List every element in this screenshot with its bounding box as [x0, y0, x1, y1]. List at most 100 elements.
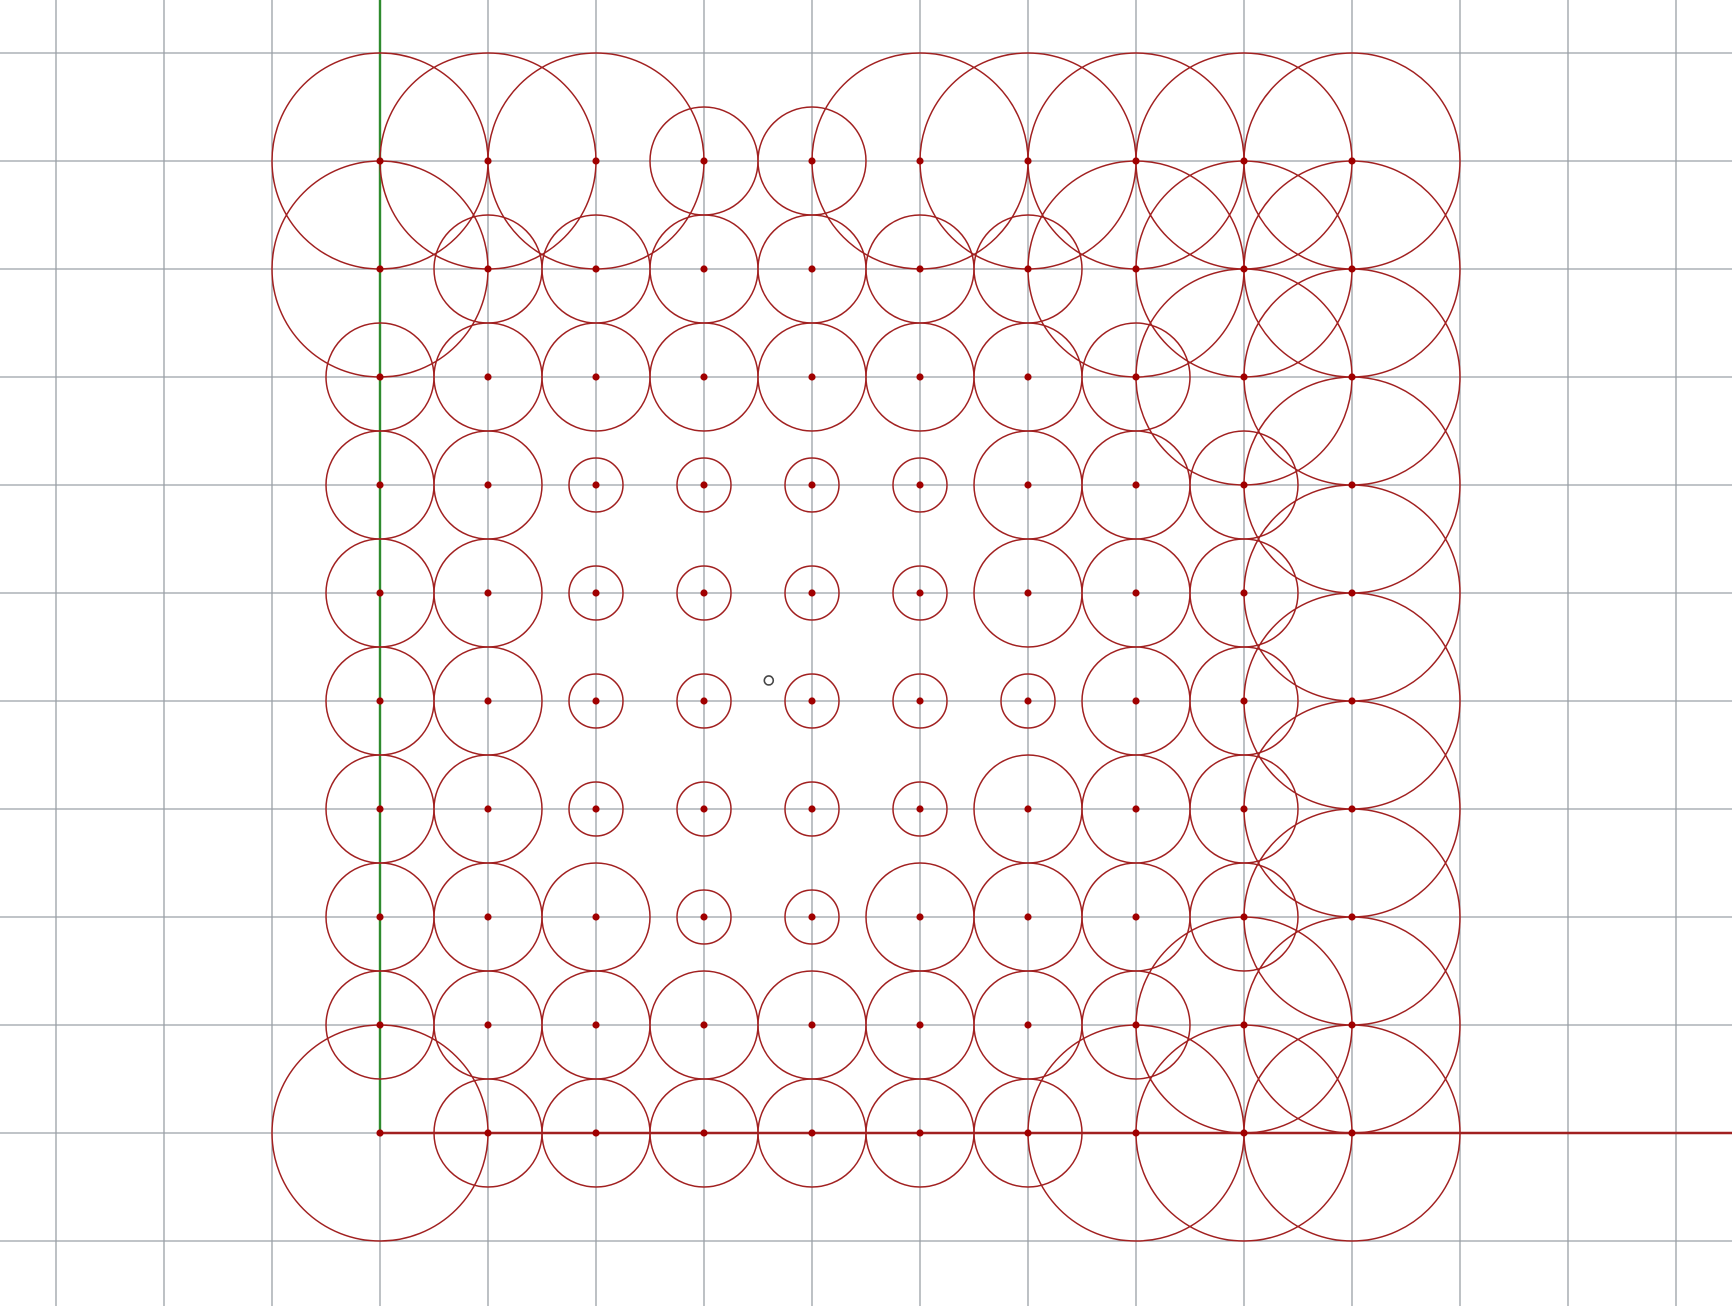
- center-point[interactable]: [1132, 157, 1140, 165]
- circle-shape[interactable]: [784, 673, 840, 729]
- circle-shape[interactable]: [568, 457, 624, 513]
- center-point[interactable]: [700, 913, 708, 921]
- center-point[interactable]: [376, 1021, 384, 1029]
- center-point[interactable]: [700, 481, 708, 489]
- center-point[interactable]: [484, 913, 492, 921]
- center-point[interactable]: [484, 589, 492, 597]
- circle-shape[interactable]: [676, 781, 732, 837]
- center-point[interactable]: [808, 913, 816, 921]
- center-point[interactable]: [592, 1129, 600, 1137]
- center-point[interactable]: [1240, 913, 1248, 921]
- circle-shape[interactable]: [1189, 862, 1299, 972]
- center-point[interactable]: [1348, 373, 1356, 381]
- center-point[interactable]: [592, 589, 600, 597]
- center-point[interactable]: [808, 481, 816, 489]
- center-point[interactable]: [592, 481, 600, 489]
- center-point[interactable]: [376, 481, 384, 489]
- center-point[interactable]: [484, 805, 492, 813]
- circle-shape[interactable]: [892, 565, 948, 621]
- circle-shape[interactable]: [784, 889, 840, 945]
- circle-shape[interactable]: [784, 457, 840, 513]
- center-point[interactable]: [1024, 481, 1032, 489]
- circle-shape[interactable]: [676, 673, 732, 729]
- center-point[interactable]: [484, 697, 492, 705]
- center-point[interactable]: [808, 1021, 816, 1029]
- center-point[interactable]: [592, 805, 600, 813]
- center-point[interactable]: [1024, 157, 1032, 165]
- center-point[interactable]: [808, 697, 816, 705]
- center-point[interactable]: [700, 373, 708, 381]
- center-point[interactable]: [1240, 1129, 1248, 1137]
- center-point[interactable]: [484, 481, 492, 489]
- center-point[interactable]: [1132, 481, 1140, 489]
- center-point[interactable]: [916, 697, 924, 705]
- center-point[interactable]: [1024, 373, 1032, 381]
- center-point[interactable]: [808, 1129, 816, 1137]
- center-point[interactable]: [916, 373, 924, 381]
- center-point[interactable]: [1240, 805, 1248, 813]
- center-point[interactable]: [808, 373, 816, 381]
- center-point[interactable]: [592, 913, 600, 921]
- center-point[interactable]: [1348, 481, 1356, 489]
- center-point[interactable]: [376, 157, 384, 165]
- center-points[interactable]: [376, 157, 1356, 1137]
- center-point[interactable]: [916, 589, 924, 597]
- center-point[interactable]: [592, 697, 600, 705]
- circle-shape[interactable]: [1000, 673, 1056, 729]
- center-point[interactable]: [916, 157, 924, 165]
- center-point[interactable]: [484, 157, 492, 165]
- center-point[interactable]: [700, 805, 708, 813]
- center-point[interactable]: [1240, 481, 1248, 489]
- center-point[interactable]: [484, 1129, 492, 1137]
- center-point[interactable]: [484, 373, 492, 381]
- center-point[interactable]: [1024, 913, 1032, 921]
- center-point[interactable]: [1240, 1021, 1248, 1029]
- center-point[interactable]: [1348, 697, 1356, 705]
- center-point[interactable]: [592, 1021, 600, 1029]
- center-point[interactable]: [916, 805, 924, 813]
- center-point[interactable]: [700, 697, 708, 705]
- center-point[interactable]: [484, 265, 492, 273]
- center-point[interactable]: [1024, 589, 1032, 597]
- circle-shape[interactable]: [676, 889, 732, 945]
- center-point[interactable]: [484, 1021, 492, 1029]
- center-point[interactable]: [592, 265, 600, 273]
- circle-shape[interactable]: [676, 457, 732, 513]
- circle-shape[interactable]: [568, 673, 624, 729]
- center-point[interactable]: [700, 589, 708, 597]
- center-point[interactable]: [916, 1021, 924, 1029]
- center-point[interactable]: [1132, 697, 1140, 705]
- center-point[interactable]: [808, 265, 816, 273]
- center-point[interactable]: [1132, 589, 1140, 597]
- circle-shape[interactable]: [676, 565, 732, 621]
- circle-shape[interactable]: [973, 1078, 1083, 1188]
- center-point[interactable]: [916, 913, 924, 921]
- center-point[interactable]: [1024, 1129, 1032, 1137]
- center-point[interactable]: [592, 157, 600, 165]
- center-point[interactable]: [1348, 805, 1356, 813]
- center-point[interactable]: [700, 1021, 708, 1029]
- circle-shape[interactable]: [1081, 970, 1191, 1080]
- circle-shape[interactable]: [784, 565, 840, 621]
- center-point[interactable]: [808, 589, 816, 597]
- circle-shape[interactable]: [892, 781, 948, 837]
- center-point[interactable]: [1132, 1021, 1140, 1029]
- center-point[interactable]: [376, 805, 384, 813]
- circle-shape[interactable]: [568, 565, 624, 621]
- center-point[interactable]: [1024, 697, 1032, 705]
- center-point[interactable]: [1132, 805, 1140, 813]
- center-point[interactable]: [1132, 913, 1140, 921]
- center-point[interactable]: [916, 1129, 924, 1137]
- center-point[interactable]: [700, 157, 708, 165]
- center-point[interactable]: [1240, 589, 1248, 597]
- center-point[interactable]: [916, 481, 924, 489]
- center-point[interactable]: [1132, 265, 1140, 273]
- center-point[interactable]: [376, 589, 384, 597]
- center-point[interactable]: [808, 157, 816, 165]
- center-point[interactable]: [700, 265, 708, 273]
- center-point[interactable]: [1348, 1129, 1356, 1137]
- circle-shape[interactable]: [784, 781, 840, 837]
- center-point[interactable]: [1240, 157, 1248, 165]
